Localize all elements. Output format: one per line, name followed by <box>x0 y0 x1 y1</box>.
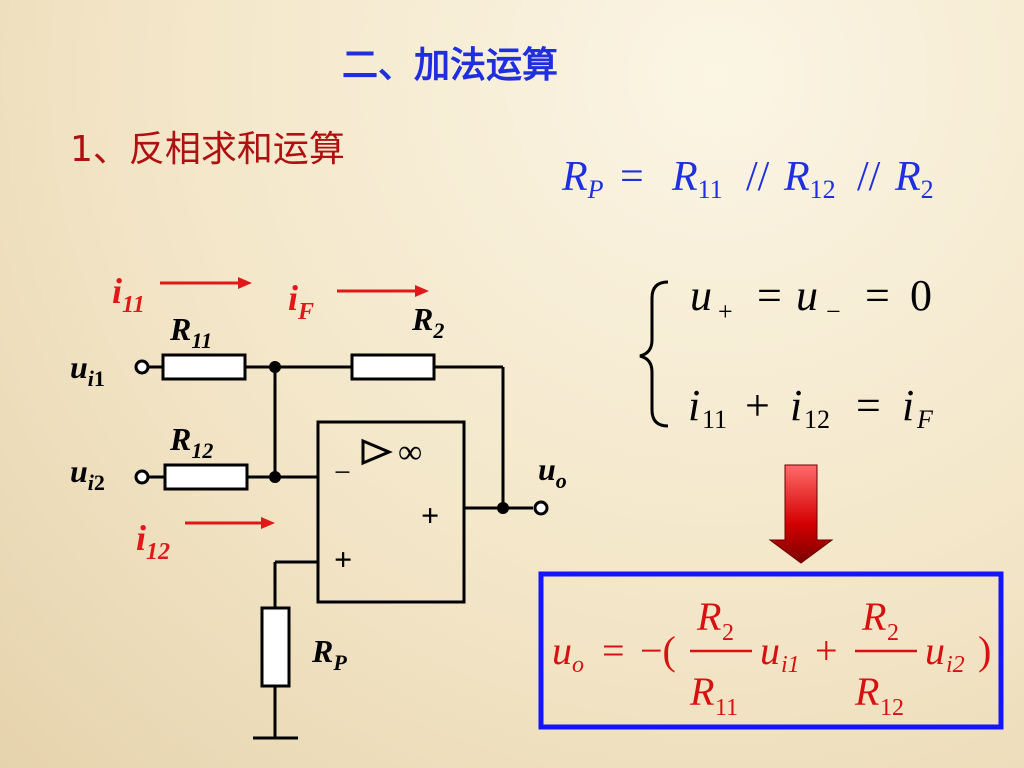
label-r12: R12 <box>169 421 213 463</box>
opamp-plus-label: + <box>334 541 352 577</box>
svg-text:R: R <box>689 669 714 714</box>
equation-1: u + = u − = 0 <box>690 271 932 326</box>
opamp-minus-label: − <box>334 456 351 489</box>
svg-text:R: R <box>696 594 721 639</box>
terminal-uo <box>533 500 549 516</box>
resistor-r12 <box>163 463 249 491</box>
svg-text:=: = <box>856 381 881 430</box>
svg-text:+: + <box>815 628 838 673</box>
terminal-ui1 <box>134 359 150 375</box>
svg-text:2: 2 <box>887 620 899 646</box>
rp-formula: RP = R11 // R12 // R2 <box>561 154 934 204</box>
svg-text:12: 12 <box>880 695 904 721</box>
opamp-body <box>316 420 466 604</box>
label-ui2: ui2 <box>70 453 105 495</box>
down-arrow-icon <box>768 464 834 564</box>
rp-formula-parallel-2: // <box>857 154 881 200</box>
svg-text:R: R <box>854 669 879 714</box>
svg-text:11: 11 <box>715 695 738 721</box>
label-uo: uo <box>538 451 567 493</box>
resistor-r2 <box>350 353 436 381</box>
label-i12: i12 <box>136 518 170 565</box>
result-box <box>538 571 1004 730</box>
svg-text:i: i <box>790 381 802 430</box>
circuit-wires <box>148 365 533 740</box>
svg-text:−: − <box>826 297 841 326</box>
triangle-icon <box>361 438 393 466</box>
slide-subtitle: 1、反相求和运算 <box>70 129 345 170</box>
svg-text:i2: i2 <box>946 652 965 678</box>
svg-text:i: i <box>902 381 914 430</box>
svg-text:R: R <box>861 594 886 639</box>
label-r11: R11 <box>169 311 212 353</box>
rp-formula-r2: R2 <box>894 154 934 204</box>
label-rp: RP <box>311 633 347 675</box>
rp-formula-r12: R12 <box>783 154 836 204</box>
opamp-infinity: ∞ <box>398 434 422 471</box>
svg-text:=: = <box>602 628 625 673</box>
svg-text:F: F <box>916 405 934 434</box>
rp-formula-r11: R11 <box>671 154 723 204</box>
svg-text:−(: −( <box>640 628 676 673</box>
svg-text:11: 11 <box>702 405 727 434</box>
label-if: iF <box>288 278 314 325</box>
svg-text:2: 2 <box>722 620 734 646</box>
svg-text:u: u <box>552 628 572 673</box>
terminal-ui2 <box>134 469 150 485</box>
slide-title: 二、加法运算 <box>341 45 558 86</box>
current-arrows <box>160 277 429 529</box>
svg-text:0: 0 <box>910 271 932 320</box>
opamp-output-plus: + <box>421 497 439 533</box>
svg-text:+: + <box>745 381 770 430</box>
svg-text:u: u <box>690 271 712 320</box>
result-formula: u o = −( R 2 R 11 u i1 + R 2 R 12 u i2 ) <box>552 594 991 721</box>
svg-text:12: 12 <box>804 405 830 434</box>
svg-text:o: o <box>572 652 584 678</box>
junction-dot <box>269 471 281 483</box>
svg-text:u: u <box>796 271 818 320</box>
rp-formula-parallel-1: // <box>746 154 770 200</box>
label-i11: i11 <box>112 271 145 318</box>
svg-text:u: u <box>925 628 945 673</box>
resistor-rp <box>260 606 291 688</box>
rp-formula-equals: = <box>620 154 644 200</box>
svg-text:=: = <box>865 271 890 320</box>
label-r2: R2 <box>411 301 444 343</box>
svg-text:i1: i1 <box>781 652 800 678</box>
junction-dot <box>497 502 509 514</box>
junction-dot <box>269 361 281 373</box>
svg-text:i: i <box>688 381 700 430</box>
svg-text:): ) <box>978 628 991 673</box>
resistor-r11 <box>161 353 247 381</box>
equation-2: i 11 + i 12 = i F <box>688 381 934 434</box>
system-brace <box>639 280 669 428</box>
label-ui1: ui1 <box>70 349 105 391</box>
svg-text:u: u <box>760 628 780 673</box>
svg-text:=: = <box>757 271 782 320</box>
svg-text:+: + <box>718 297 733 326</box>
rp-formula-lhs: RP <box>561 154 604 204</box>
